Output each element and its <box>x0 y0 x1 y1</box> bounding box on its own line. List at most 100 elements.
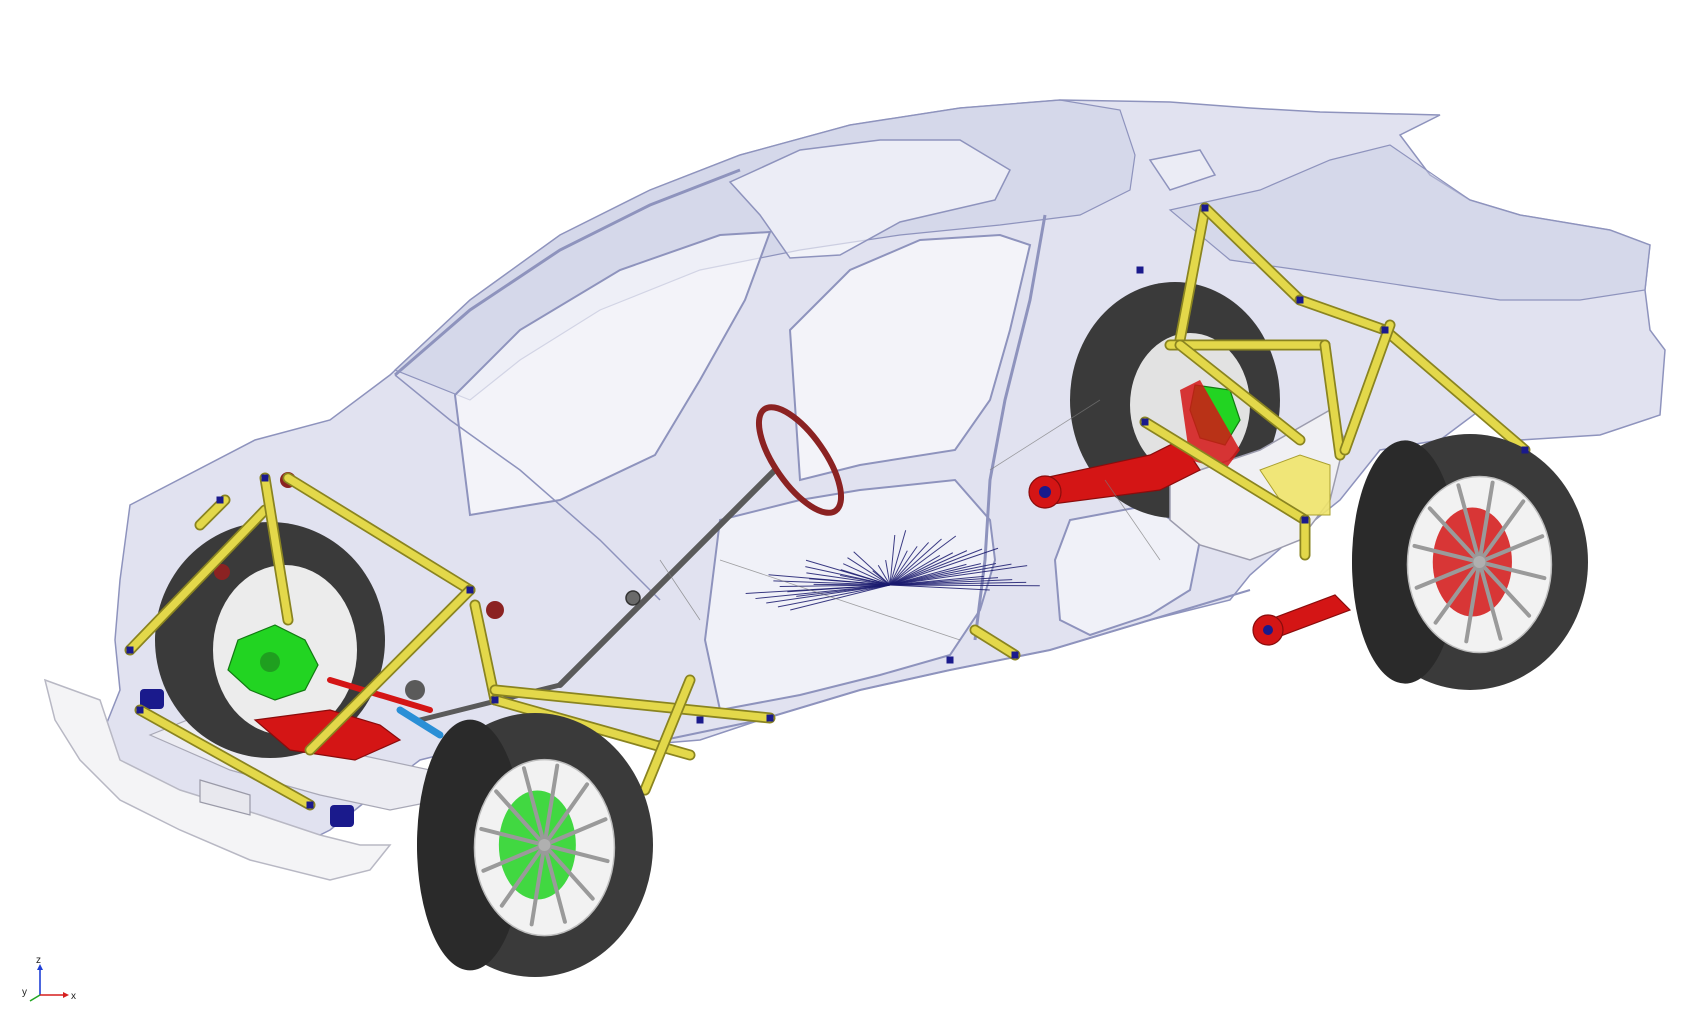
front-right-spoke-1 <box>542 843 610 864</box>
fan-line-38 <box>889 563 997 586</box>
windshield-opening <box>728 139 1011 259</box>
construction-line-4 <box>659 559 701 621</box>
x-axis-arrow <box>63 992 69 998</box>
fan-line-18 <box>842 563 891 586</box>
rear-deck-panel <box>1168 144 1651 301</box>
rear-arm-bushing-1-hole <box>1039 486 1051 498</box>
front-door-window <box>453 230 772 517</box>
rear-door-window <box>788 233 1032 482</box>
windshield-edge <box>394 374 661 601</box>
rear-quarter-window <box>1148 149 1217 191</box>
fan-line-26 <box>889 550 908 586</box>
rear-right-spoke-3 <box>1477 560 1503 641</box>
front-right-spoke-12 <box>542 817 608 847</box>
rear-strut-3 <box>1296 296 1389 334</box>
fan-line-12 <box>809 578 891 586</box>
front-strut-2 <box>261 474 292 624</box>
fan-line-16 <box>840 574 891 586</box>
front-strut-3 <box>284 474 474 594</box>
front-right-wheel[interactable] <box>417 713 653 977</box>
rear-strut-7 <box>1341 321 1394 454</box>
rear-right-spoke-7 <box>1412 543 1482 564</box>
node-marker-10 <box>1521 446 1529 454</box>
fan-line-45 <box>889 584 1040 587</box>
construction-line-2 <box>989 399 1101 471</box>
rear-right-wheel[interactable] <box>1352 434 1588 690</box>
front-right-spoke-5 <box>499 843 547 908</box>
fan-line-31 <box>889 555 941 586</box>
front-strut-frame[interactable] <box>124 472 1021 811</box>
rear-suspension[interactable] <box>1028 202 1588 690</box>
rear-right-spoke-10 <box>1477 480 1495 564</box>
rear-arm-bushing-2-hole <box>1263 625 1273 635</box>
fan-line-19 <box>847 557 891 586</box>
front-knuckle-bore <box>260 652 280 672</box>
rear-right-spoke-8 <box>1427 506 1482 564</box>
steering-assembly[interactable] <box>417 395 856 723</box>
fan-line-9 <box>773 580 891 586</box>
node-marker-7 <box>766 714 774 722</box>
steering-column <box>557 467 778 688</box>
fan-line-35 <box>889 547 999 586</box>
front-right-spoke-7 <box>479 826 547 847</box>
rear-strut-frame[interactable] <box>1139 202 1531 561</box>
fan-line-30 <box>889 535 957 586</box>
node-marker-1 <box>126 646 134 654</box>
node-marker-11 <box>1296 296 1304 304</box>
node-marker-4 <box>306 801 314 809</box>
fan-line-13 <box>806 572 891 586</box>
front-suspension[interactable] <box>124 472 1021 977</box>
front-mount-left <box>140 689 164 709</box>
front-strut-5 <box>136 706 314 809</box>
fan-line-24 <box>889 534 896 586</box>
front-right-spoke-4 <box>529 843 547 927</box>
rear-right-spoke-4 <box>1464 560 1482 644</box>
y-axis-label: y <box>22 987 27 998</box>
front-strut-4 <box>306 586 474 754</box>
b-pillar <box>973 214 1047 641</box>
node-marker-17 <box>1136 266 1144 274</box>
fan-line-34 <box>889 548 983 586</box>
fan-line-27 <box>889 546 918 586</box>
front-right-spoke-8 <box>494 789 547 847</box>
construction-line-3 <box>1104 479 1161 561</box>
rear-right-spoke-1 <box>1477 560 1547 581</box>
node-marker-14 <box>216 496 224 504</box>
fan-line-23 <box>885 559 891 586</box>
front-right-hub <box>538 839 551 851</box>
front-spring-seat <box>486 601 504 619</box>
rear-strut-1 <box>1176 204 1209 344</box>
node-marker-6 <box>696 716 704 724</box>
rear-right-spoke-6 <box>1414 560 1482 590</box>
front-tie-rod <box>327 677 433 713</box>
fan-line-7 <box>787 584 891 593</box>
node-marker-15 <box>1011 651 1019 659</box>
steering-joint <box>625 590 641 606</box>
front-joint <box>405 680 425 700</box>
front-mount-right <box>330 805 354 827</box>
node-marker-5 <box>136 706 144 714</box>
fan-line-1 <box>790 584 891 611</box>
z-axis-arrow <box>37 964 43 970</box>
fan-line-3 <box>766 584 891 604</box>
node-marker-9 <box>1381 326 1389 334</box>
fan-line-25 <box>889 530 907 586</box>
construction-lines <box>659 399 1161 641</box>
fan-line-2 <box>777 584 891 608</box>
rear-strut-4 <box>1381 326 1529 454</box>
constraint-nodes <box>126 204 1529 809</box>
fan-line-44 <box>889 581 1027 586</box>
node-marker-8 <box>1201 204 1209 212</box>
fan-line-6 <box>796 584 891 597</box>
construction-line-1 <box>719 559 961 641</box>
steering-wheel[interactable] <box>744 395 856 525</box>
front-upper-bushing <box>214 564 230 580</box>
rear-right-spoke-12 <box>1477 534 1545 564</box>
a-pillar <box>394 168 741 377</box>
node-marker-18 <box>946 656 954 664</box>
fan-line-11 <box>813 583 891 586</box>
front-bumper <box>43 678 392 881</box>
node-marker-2 <box>261 474 269 482</box>
